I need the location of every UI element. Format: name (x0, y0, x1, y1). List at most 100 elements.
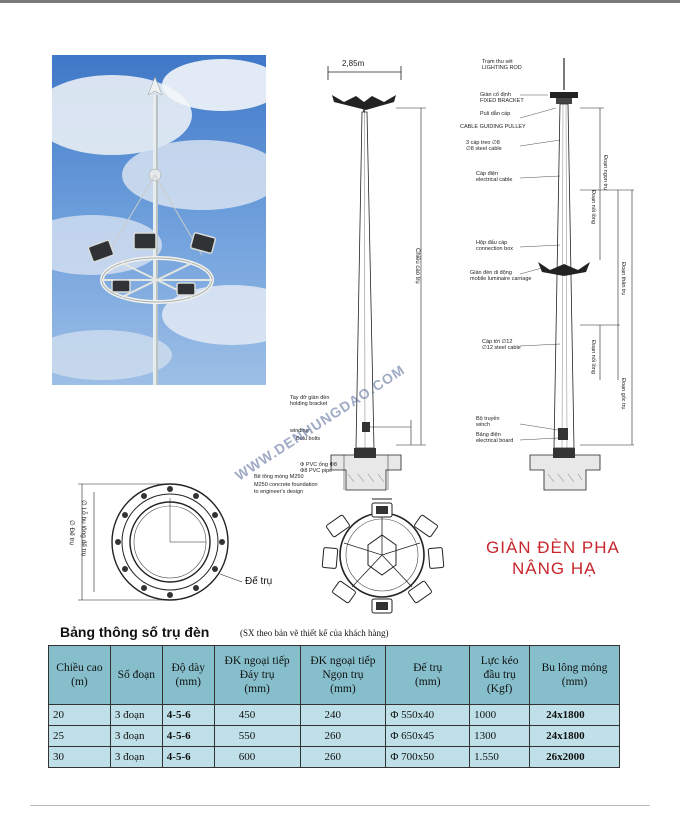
cell-thickness: 4-5-6 (161, 704, 215, 726)
header-pull-force-l2: đầu trụ (483, 669, 516, 681)
concrete-label-en: M250 concrete foundation (254, 482, 318, 488)
luminaire-ring-plan (321, 498, 445, 614)
winch-label-en: winch (476, 422, 491, 428)
header-thickness-l2: (mm) (175, 676, 202, 688)
table-row: 30 3 đoạn 4-5-6 600 260 Φ 700x50 1.550 2… (48, 746, 620, 768)
header-base-plate-l1: Đế trụ (413, 662, 443, 674)
header-anchor-bolts: Bu lông móng (mm) (529, 645, 620, 705)
cell-base-plate: Φ 650x45 (385, 725, 471, 747)
cell-anchor-bolts: 24x1800 (529, 725, 620, 747)
header-anchor-bolts-l2: (mm) (561, 676, 588, 688)
cell-base-diameter: 600 (213, 746, 301, 768)
base-segment-label: Đoạn gốc trụ (620, 378, 626, 410)
cell-segments: 3 đoạn (109, 725, 163, 747)
header-top-diameter-l2: Ngọn trụ (322, 669, 364, 681)
cell-thickness: 4-5-6 (161, 725, 215, 747)
header-thickness: Độ dày (mm) (161, 645, 215, 705)
header-height: Chiều cao (m) (48, 645, 111, 705)
table-header-row: Chiều cao (m) Số đoạn Độ dày (mm) ĐK ngoại… (48, 645, 620, 705)
product-title-line2: NÂNG HẠ (512, 559, 597, 578)
cell-anchor-bolts: 24x1800 (529, 704, 620, 726)
header-top-diameter-l1: ĐK ngoại tiếp (310, 655, 376, 667)
steel-cable-12-label-en: ∅12 steel cable (482, 345, 521, 351)
cell-base-plate: Φ 700x50 (385, 746, 471, 768)
steel-cable-12-label-vn: Cáp tời ∅12 (482, 339, 513, 345)
rod-label-en: LIGHTING ROD (482, 65, 522, 71)
carriage-label-en: mobile luminaire carriage (470, 276, 532, 282)
rod-label-vn: Trạm thu sét (482, 59, 513, 65)
header-base-diameter-l2: Đáy trụ (239, 669, 275, 681)
pulley-label-vn: Puli dẫn cáp (480, 111, 511, 117)
base-diameter-label: ∅ Đế trụ (68, 520, 75, 546)
joint-1-label: Đoạn nối lồng (590, 190, 596, 224)
header-segments-l1: Số đoạn (117, 669, 156, 681)
header-base-plate-l2: (mm) (414, 676, 441, 688)
joint-2-label: Đoạn nối lồng (590, 340, 596, 374)
mid-segment-label: Đoạn thân trụ (620, 262, 626, 296)
table-row: 20 3 đoạn 4-5-6 450 240 Φ 550x40 1000 24… (48, 704, 620, 726)
cell-base-diameter: 550 (213, 725, 301, 747)
table-row: 25 3 đoạn 4-5-6 550 260 Φ 650x45 1300 24… (48, 725, 620, 747)
high-mast-photo (52, 55, 266, 385)
fixed-bracket-label-vn: Giàn cố định (480, 92, 511, 98)
header-base-plate: Đế trụ (mm) (385, 645, 471, 705)
cell-height: 30 (48, 746, 111, 768)
header-base-diameter-l3: (mm) (244, 683, 270, 695)
cell-pull-force: 1300 (469, 725, 531, 747)
board-label-vn: Bảng điện (476, 432, 501, 438)
winch-label-vn: Bộ truyền (476, 416, 500, 422)
pulley-label-en: CABLE GUIDING PULLEY (460, 124, 526, 130)
fixed-bracket-label-en: FIXED BRACKET (480, 98, 524, 104)
table-title: Bảng thông số trụ đèn (60, 624, 210, 640)
cell-base-plate: Φ 550x40 (385, 704, 471, 726)
cell-top-diameter: 240 (299, 704, 387, 726)
pole-elevation-diagram (327, 66, 426, 491)
photo-illustration (52, 55, 266, 385)
bracket-label-en: holding bracket (290, 401, 328, 407)
width-dimension-label: 2,85m (342, 59, 365, 68)
product-title-line1: GIÀN ĐÈN PHA (486, 538, 620, 557)
header-pull-force-l1: Lực kéo (480, 655, 519, 667)
base-plate-plan (78, 483, 243, 601)
design-label: to engineer's design (254, 489, 304, 495)
pvc-label-2: Φ8 PVC pipe (300, 468, 333, 474)
cell-thickness: 4-5-6 (161, 746, 215, 768)
connection-box-label-vn: Hộp đấu cáp (476, 240, 508, 246)
pole-height-label: Chiều cao trụ (414, 248, 420, 284)
steel-cable-8-label-vn: 3 cáp treo ∅8 (466, 140, 500, 146)
bolts-label: Bulu bolts (296, 436, 321, 442)
header-thickness-l1: Độ dày (171, 662, 205, 674)
header-pull-force-l3: (Kgf) (486, 683, 513, 695)
table-subtitle: (SX theo bản vẽ thiết kế của khách hàng) (240, 628, 389, 638)
header-base-diameter-l1: ĐK ngoại tiếp (224, 655, 290, 667)
connection-box-label-en: connection box (476, 246, 513, 252)
concrete-label-vn: Bê tông móng M250 (254, 474, 304, 480)
header-anchor-bolts-l1: Bu lông móng (541, 662, 608, 674)
winding-label: winding (290, 428, 309, 434)
steel-cable-8-label-en: ∅8 steel cable (466, 146, 502, 152)
cell-segments: 3 đoạn (109, 746, 163, 768)
electrical-cable-label-vn: Cáp điện (476, 171, 499, 177)
cell-height: 20 (48, 704, 111, 726)
base-plate-label: Đế trụ (245, 576, 273, 587)
header-height-l2: (m) (71, 676, 88, 688)
electrical-cable-label-en: electrical cable (476, 177, 513, 183)
cell-height: 25 (48, 725, 111, 747)
bolt-circle-label: ∅ Lỗ bu lông đế trụ (80, 500, 87, 557)
cell-pull-force: 1000 (469, 704, 531, 726)
spec-table: Chiều cao (m) Số đoạn Độ dày (mm) ĐK ngoại… (48, 645, 620, 768)
board-label-en: electrical board (476, 438, 514, 444)
cell-pull-force: 1.550 (469, 746, 531, 768)
header-segments: Số đoạn (109, 645, 163, 705)
header-height-l1: Chiều cao (56, 662, 103, 674)
pvc-label-1: Φ PVC ống Φ8 (300, 462, 337, 468)
cell-base-diameter: 450 (213, 704, 301, 726)
cell-segments: 3 đoạn (109, 704, 163, 726)
top-border (0, 0, 680, 3)
cell-top-diameter: 260 (299, 746, 387, 768)
bracket-label-vn: Tay đỡ giàn đèn (290, 395, 330, 401)
header-top-diameter-l3: (mm) (330, 683, 356, 695)
cell-top-diameter: 260 (299, 725, 387, 747)
